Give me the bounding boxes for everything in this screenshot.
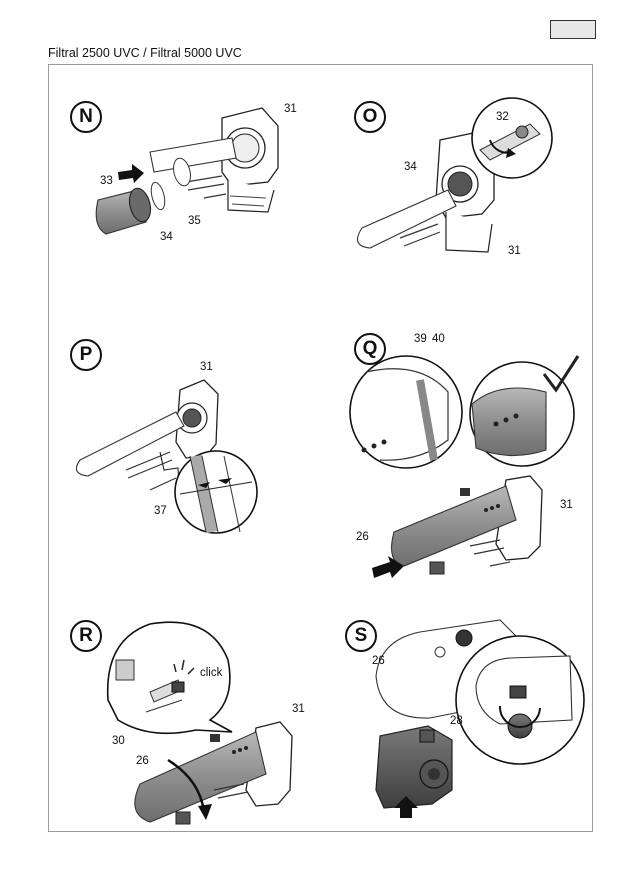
step-n-badge: N — [70, 101, 102, 133]
panel-p-illustration — [75, 379, 258, 534]
panel-s-illustration — [375, 619, 585, 818]
step-p-badge: P — [70, 339, 102, 371]
callout-s-28: 28 — [450, 715, 463, 727]
callout-q-40: 40 — [432, 333, 445, 345]
callout-p-31: 31 — [200, 361, 213, 373]
callout-p-37: 37 — [154, 505, 167, 517]
callout-n-34: 34 — [160, 231, 173, 243]
step-r-badge: R — [70, 620, 102, 652]
step-q-badge: Q — [354, 333, 386, 365]
callout-q-31: 31 — [560, 499, 573, 511]
language-tab-box — [550, 20, 596, 39]
panel-r-illustration — [106, 621, 293, 825]
step-s-badge: S — [345, 620, 377, 652]
callout-n-35: 35 — [188, 215, 201, 227]
callout-o-31: 31 — [508, 245, 521, 257]
callout-r-31: 31 — [292, 703, 305, 715]
callout-r-30: 30 — [112, 735, 125, 747]
callout-n-31: 31 — [284, 103, 297, 115]
callout-o-32: 32 — [496, 111, 509, 123]
callout-o-34: 34 — [404, 161, 417, 173]
callout-s-26: 26 — [372, 655, 385, 667]
callout-q-39: 39 — [414, 333, 427, 345]
panel-n-illustration — [95, 107, 279, 235]
callout-r-26: 26 — [136, 755, 149, 767]
step-o-badge: O — [354, 101, 386, 133]
illustration-frame — [48, 64, 593, 832]
callout-n-33: 33 — [100, 175, 113, 187]
panel-q-illustration — [349, 355, 580, 578]
page-title: Filtral 2500 UVC / Filtral 5000 UVC — [48, 46, 242, 60]
panel-o-illustration — [356, 97, 553, 253]
callout-r-click: click — [200, 667, 223, 679]
callout-q-26: 26 — [356, 531, 369, 543]
